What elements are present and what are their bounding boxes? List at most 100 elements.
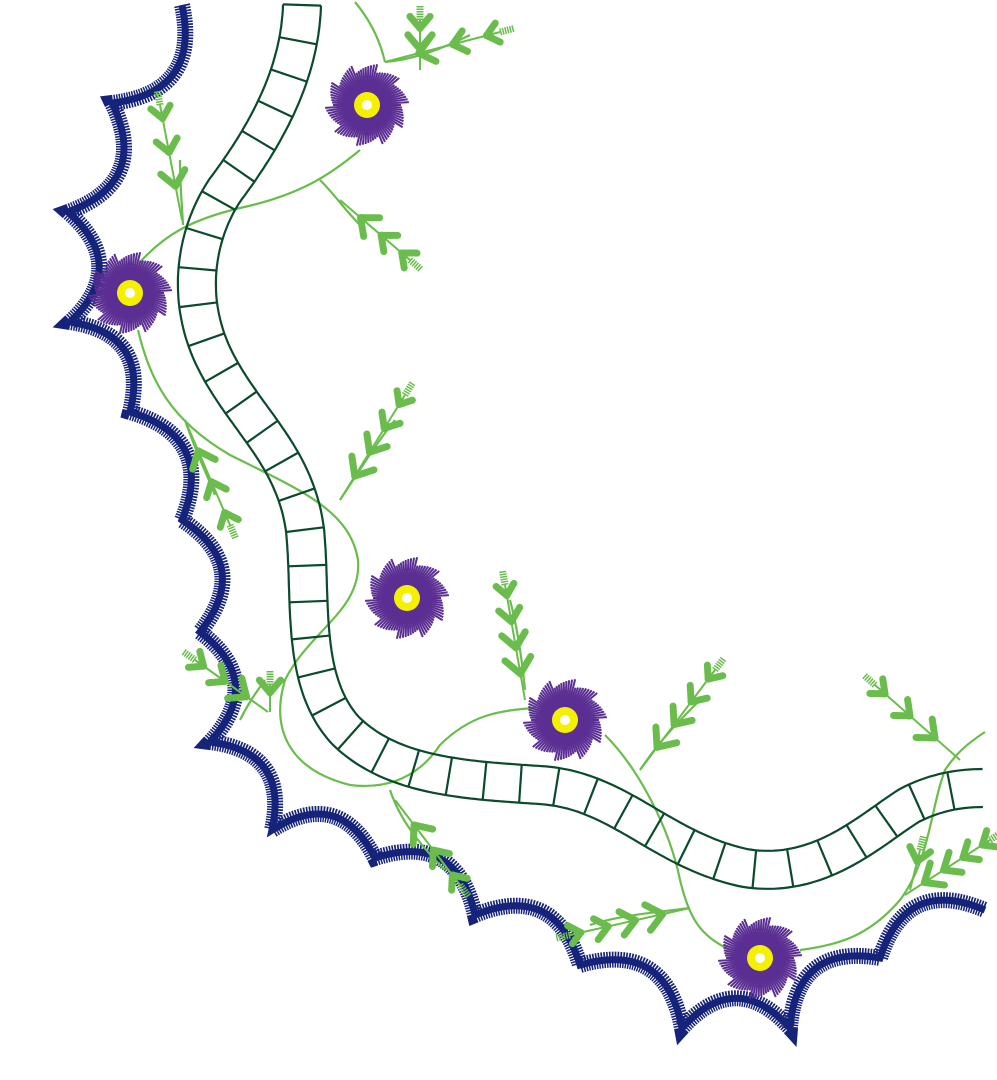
flower (325, 64, 409, 146)
sprig-stem (339, 394, 406, 501)
ladder-rung (481, 761, 488, 800)
flower-group (88, 64, 802, 999)
sprig-stem (394, 799, 461, 886)
fern-sprig (339, 199, 423, 272)
ladder-rung (179, 301, 218, 309)
ladder-rung (583, 778, 599, 815)
fern-sprig-group (147, 6, 997, 948)
fern-sprig (491, 570, 535, 701)
fern-leaflet (363, 430, 374, 456)
flower (365, 557, 449, 639)
fern-leaflet (491, 582, 511, 599)
fern-leaflet (686, 681, 695, 706)
ladder-rung (407, 749, 421, 788)
fern-leaflet (988, 831, 997, 843)
ladder-rung (185, 226, 223, 241)
ladder-rung (289, 599, 328, 604)
fern-leaflet (223, 693, 251, 702)
fern-leaflet (194, 447, 220, 464)
flower (523, 679, 607, 761)
ladder-rung (370, 737, 390, 773)
fern-sprig (404, 6, 436, 70)
ladder-rung (257, 99, 293, 118)
ladder-rung (225, 390, 258, 415)
ladder-rung (644, 812, 666, 847)
fern-leaflet (959, 837, 972, 861)
fern-leaflet (151, 137, 173, 156)
ladder-rung (337, 720, 364, 751)
fern-leaflet (499, 25, 515, 36)
ladder-rung (297, 667, 336, 679)
fern-leaflet (204, 677, 229, 687)
ladder-rung (222, 159, 256, 183)
fern-leaflet (568, 929, 585, 948)
ladder-rung (786, 849, 795, 887)
ladder-rung (270, 68, 308, 83)
fern-sprig (339, 381, 417, 501)
ladder-rung (311, 696, 347, 717)
fern-leaflet (221, 509, 242, 523)
sprig-stem (184, 419, 231, 526)
fern-leaflet (499, 570, 509, 586)
fern-sprig (181, 647, 269, 713)
fern-sprig (555, 901, 691, 948)
fern-leaflet (207, 478, 231, 494)
scalloped-border (52, 3, 989, 1048)
fern-leaflet (916, 835, 927, 851)
fern-leaflet (501, 657, 524, 678)
fern-leaflet (652, 723, 661, 751)
fern-leaflet (184, 662, 208, 671)
vine-stem (604, 734, 731, 951)
fern-leaflet (410, 821, 437, 833)
ladder-rung (552, 767, 561, 806)
vine-stem (354, 1, 387, 63)
ladder-rung (288, 563, 327, 568)
fern-sprig (862, 673, 961, 761)
fern-leaflet (495, 607, 515, 626)
fern-leaflet (448, 871, 471, 882)
ladder-rung (613, 794, 634, 830)
flower (88, 252, 172, 334)
fern-leaflet (978, 827, 991, 849)
ladder-rung (285, 526, 324, 534)
ladder-rung (201, 190, 236, 211)
ladder-rung (246, 419, 279, 444)
ladder-rung (816, 839, 834, 876)
scallop-satin-stitch (52, 3, 989, 1048)
ladder-rung (204, 361, 239, 383)
fern-leaflet (940, 848, 953, 874)
fern-leaflet (449, 26, 467, 48)
fern-sprig (147, 90, 189, 221)
ladder-rung (188, 332, 225, 348)
ladder-rung (279, 36, 317, 46)
fern-leaflet (393, 386, 403, 409)
fern-sprig (255, 671, 285, 712)
fern-leaflet (646, 910, 667, 934)
ladder-rung (907, 784, 926, 820)
ladder-rung (278, 487, 315, 502)
fern-leaflet (156, 170, 180, 190)
fern-sprig (906, 835, 935, 891)
fern-leaflet (378, 408, 388, 432)
fern-leaflet (703, 660, 712, 683)
flower (718, 917, 802, 999)
fern-leaflet (669, 702, 678, 729)
fern-leaflet (862, 673, 878, 688)
fern-leaflet (594, 922, 612, 944)
flower-center-hole (362, 100, 372, 110)
fern-leaflet (406, 12, 424, 32)
vine-stem (319, 179, 361, 226)
sprig-stem (194, 659, 269, 713)
fern-leaflet (429, 846, 454, 858)
ladder-rail (176, 4, 983, 890)
fern-leaflet (920, 859, 934, 886)
ladder-rung (291, 634, 330, 641)
ladder-rung (178, 266, 217, 272)
ladder-rung (676, 829, 696, 865)
scallop-core (61, 4, 987, 1037)
sprig-stem (874, 684, 961, 761)
fern-sprig (384, 19, 515, 66)
ladder-rung (751, 850, 758, 889)
ladder-rung (946, 772, 956, 810)
ladder-rung (845, 824, 868, 858)
